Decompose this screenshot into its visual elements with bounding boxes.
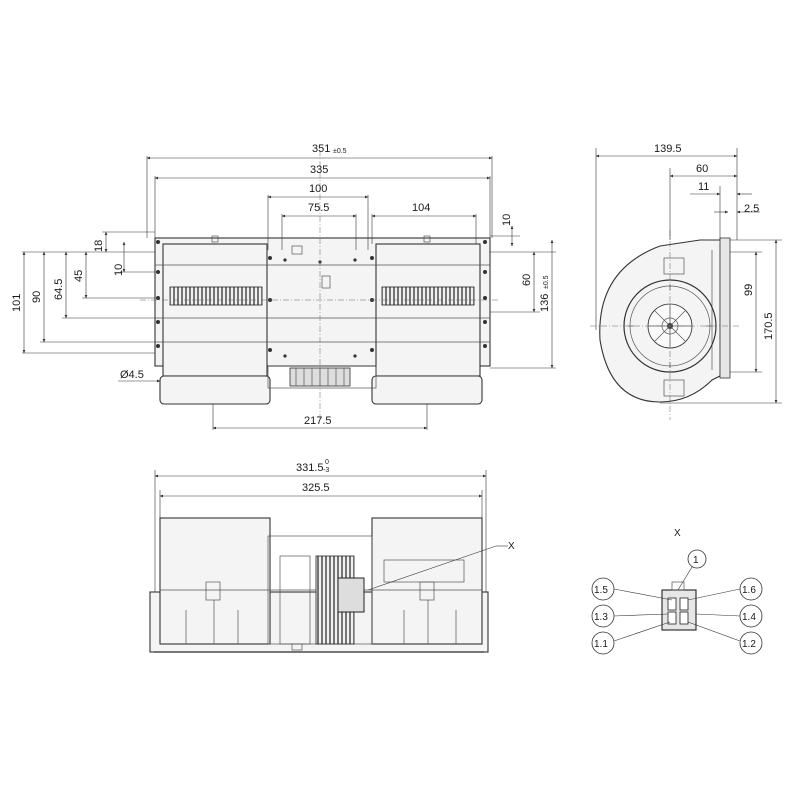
dim-331-5-tol-lower: -3 — [323, 467, 329, 474]
right-outlet-grille — [381, 286, 475, 306]
pin-1-2: 1.2 — [742, 639, 756, 650]
pin-1-4: 1.4 — [742, 612, 756, 623]
callout-x: X — [508, 541, 515, 552]
pin-callouts: 1 1.5 1.6 1.3 1.4 1.1 1.2 — [591, 549, 763, 655]
mounting-holes — [156, 240, 487, 358]
top-connector — [337, 577, 365, 613]
dim-136: 136 — [539, 294, 551, 312]
dim-104: 104 — [412, 202, 430, 214]
front-dimensions: 351 ±0.5 335 100 75.5 104 101 90 64.5 — [11, 143, 556, 430]
pin-1: 1 — [693, 555, 699, 566]
top-view — [149, 517, 489, 653]
dim-331-5-tol-upper: 0 — [325, 459, 329, 466]
side-view — [590, 230, 740, 420]
detail-x: X 1 1.5 1.6 1.3 1.4 1.1 — [591, 528, 763, 655]
left-outlet-grille — [169, 286, 263, 306]
dim-170-5: 170.5 — [763, 312, 775, 340]
dim-2-5: 2.5 — [744, 203, 759, 215]
pin-1-5: 1.5 — [594, 585, 608, 596]
dim-139-5: 139.5 — [654, 143, 682, 155]
pin-1-3: 1.3 — [594, 612, 608, 623]
dim-10-right: 10 — [501, 214, 513, 226]
dim-11: 11 — [698, 181, 709, 193]
top-dimensions: 331.5 0 -3 325.5 X — [154, 459, 515, 592]
dim-351: 351 — [312, 143, 330, 155]
top-right-housing — [371, 517, 483, 645]
dim-64-5: 64.5 — [53, 279, 65, 300]
left-fan-lower — [159, 375, 271, 405]
side-dimensions: 139.5 60 11 2.5 99 170.5 — [595, 143, 782, 404]
dim-90: 90 — [31, 291, 43, 303]
dim-18: 18 — [93, 240, 105, 252]
right-fan-housing — [375, 243, 481, 377]
dim-335: 335 — [310, 164, 328, 176]
dim-217-5: 217.5 — [304, 415, 332, 427]
dim-99: 99 — [743, 284, 755, 296]
detail-x-title: X — [674, 528, 681, 539]
dim-101: 101 — [11, 294, 23, 312]
dim-136-tol: ±0.5 — [543, 275, 550, 289]
dim-325-5: 325.5 — [302, 482, 330, 494]
dim-60-front: 60 — [521, 274, 533, 286]
dim-331-5: 331.5 — [296, 462, 324, 474]
front-view — [140, 150, 500, 420]
dim-10-left: 10 — [113, 264, 125, 276]
dim-hole-diameter: Ø4.5 — [120, 369, 144, 381]
top-left-housing — [159, 517, 271, 645]
side-flange — [719, 237, 731, 379]
dim-351-tol: ±0.5 — [333, 148, 347, 155]
pin-1-1: 1.1 — [594, 639, 608, 650]
left-fan-housing — [162, 243, 268, 377]
dim-75-5: 75.5 — [308, 202, 329, 214]
dim-45: 45 — [73, 270, 85, 282]
pin-1-6: 1.6 — [742, 585, 756, 596]
connector-body — [661, 589, 697, 631]
motor-section — [267, 365, 377, 389]
right-fan-lower — [371, 375, 483, 405]
dim-60-side: 60 — [696, 163, 708, 175]
dim-100: 100 — [309, 183, 327, 195]
